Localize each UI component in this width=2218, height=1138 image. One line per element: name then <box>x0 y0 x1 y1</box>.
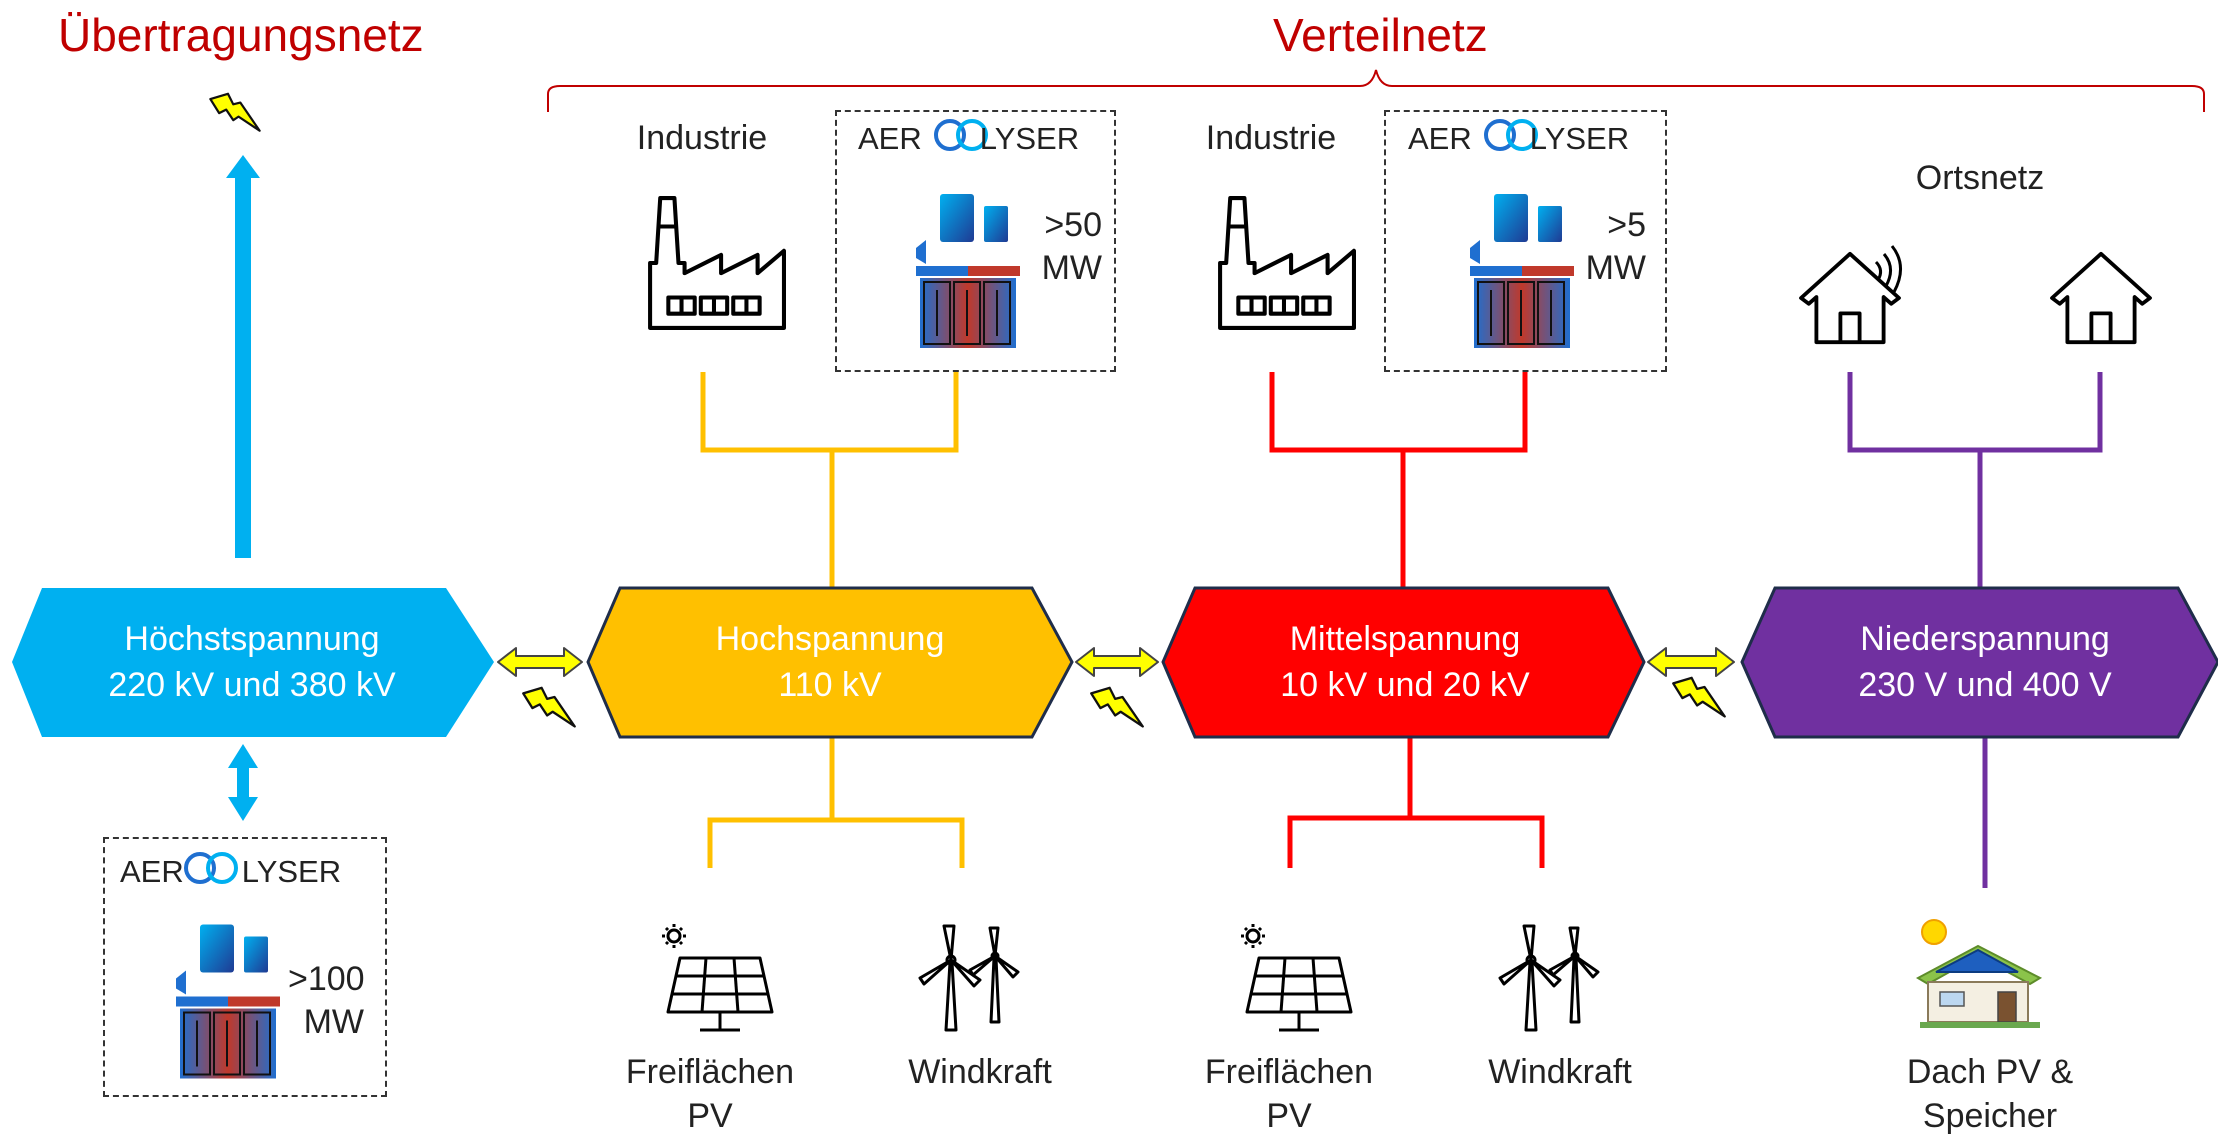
level-hoechst-voltage: 220 kV und 380 kV <box>108 666 396 704</box>
capacity-mittel: >5 MW <box>1585 206 1646 287</box>
level-hoch-voltage: 110 kV <box>778 666 882 704</box>
level-hoch-name: Hochspannung <box>715 620 945 658</box>
aerolyser-logo-ring <box>184 119 1538 884</box>
level-mittel-voltage: 10 kV und 20 kV <box>1280 666 1530 704</box>
title-distribution: Verteilnetz <box>1273 9 1488 61</box>
level-mittel-name: Mittelspannung <box>1289 620 1521 658</box>
title-transmission: Übertragungsnetz <box>58 9 424 61</box>
hex-hoechst <box>12 588 494 737</box>
hex-nieder <box>1740 586 2218 739</box>
hex-hoch <box>586 586 1074 739</box>
aerolyser-box-hoch <box>835 110 1116 372</box>
aerolyser-box-hoechst <box>103 837 387 1097</box>
aerolyser-box-mittel <box>1384 110 1667 372</box>
label-industrie-mittel: Industrie <box>1205 119 1337 157</box>
rooftop-pv-house-icon <box>1915 919 2043 1028</box>
level-nieder-name: Niederspannung <box>1860 620 2110 658</box>
capacity-hoch: >50 MW <box>1041 206 1102 287</box>
label-industrie-hoch: Industrie <box>636 119 768 157</box>
level-nieder-voltage: 230 V und 400 V <box>1858 666 2112 704</box>
label-pv-hoch: Freiflächen PV <box>625 1053 795 1136</box>
capacity-hoechst: >100 MW <box>288 960 365 1041</box>
level-hoechst-name: Höchstspannung <box>124 620 380 658</box>
label-pv-mittel: Freiflächen PV <box>1204 1053 1374 1136</box>
label-ortsnetz: Ortsnetz <box>1915 159 2045 197</box>
label-wind-mittel: Windkraft <box>1488 1053 1632 1091</box>
label-wind-hoch: Windkraft <box>908 1053 1052 1091</box>
label-dach-pv: Dach PV & Speicher <box>1906 1053 2074 1136</box>
hex-mittel <box>1161 586 1646 739</box>
